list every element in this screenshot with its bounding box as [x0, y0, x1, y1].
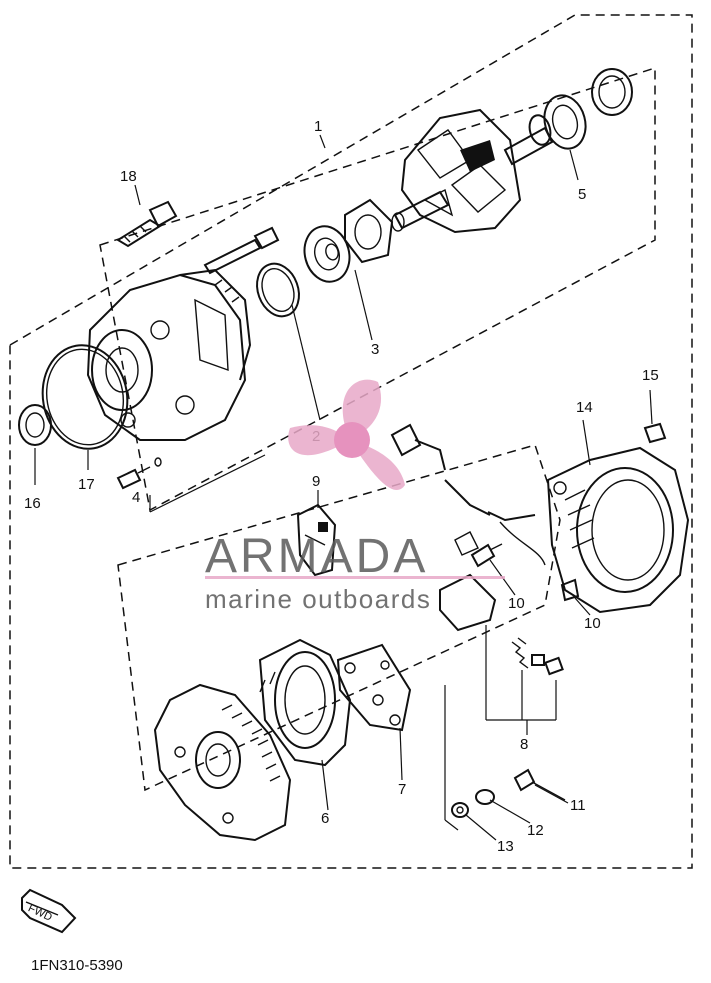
part-label-11: 11 — [570, 797, 586, 814]
fwd-label: FWD — [26, 902, 54, 923]
bolt-18 — [116, 200, 178, 248]
screw-10-a — [470, 543, 503, 568]
regulator — [439, 531, 497, 632]
rear-group-boundary — [117, 444, 561, 792]
part-labels: 1 2 3 4 5 6 7 8 9 10 10 11 12 13 14 15 1… — [24, 118, 659, 855]
part-label-6: 6 — [321, 810, 329, 827]
part-label-10b: 10 — [584, 615, 601, 632]
part-label-17: 17 — [78, 476, 95, 493]
part-label-8: 8 — [520, 736, 528, 753]
watermark-brand: ARMADA — [205, 530, 428, 583]
seal-16 — [18, 404, 52, 446]
part-label-5: 5 — [578, 186, 586, 203]
rotor — [391, 108, 554, 234]
rear-cover-14 — [546, 446, 690, 614]
assembly-boundary — [9, 14, 693, 869]
part-label-7: 7 — [398, 781, 406, 798]
gasket-17 — [41, 344, 129, 450]
bearing-5 — [528, 94, 587, 150]
retainer-plate — [344, 198, 394, 264]
front-group-boundary — [99, 66, 656, 512]
screw-10-b — [560, 578, 580, 602]
front-housing — [86, 268, 252, 441]
bolt-11 — [513, 768, 566, 801]
brush-set-8 — [511, 637, 564, 676]
stator-6 — [258, 638, 352, 767]
watermark: ARMADA marine outboards — [205, 379, 505, 614]
part-label-10a: 10 — [508, 595, 525, 612]
part-label-16: 16 — [24, 495, 41, 512]
part-label-13: 13 — [497, 838, 514, 855]
watermark-divider — [205, 576, 505, 579]
part-label-12: 12 — [527, 822, 544, 839]
part-label-14: 14 — [576, 399, 593, 416]
part-label-18: 18 — [120, 168, 137, 185]
fwd-arrow-icon: FWD — [21, 888, 77, 934]
seal-ring-top — [591, 68, 633, 116]
connector-harness — [390, 423, 546, 566]
propeller-logo — [288, 379, 405, 490]
screw-4 — [116, 457, 162, 490]
rear-housing — [153, 683, 292, 842]
part-label-3: 3 — [371, 341, 379, 358]
washer-12 — [475, 789, 495, 805]
seal-ring — [256, 262, 300, 318]
washer-13 — [451, 802, 469, 818]
rectifier-7 — [336, 643, 412, 732]
drawing-code: 1FN310-5390 — [31, 957, 123, 974]
leader-lines — [34, 134, 653, 841]
part-label-9: 9 — [312, 473, 320, 490]
bearing-3 — [303, 225, 351, 283]
nut-15 — [643, 422, 667, 444]
watermark-tagline: marine outboards — [205, 584, 431, 614]
part-label-4: 4 — [132, 489, 140, 506]
part-label-1: 1 — [314, 118, 322, 135]
part-label-15: 15 — [642, 367, 659, 384]
